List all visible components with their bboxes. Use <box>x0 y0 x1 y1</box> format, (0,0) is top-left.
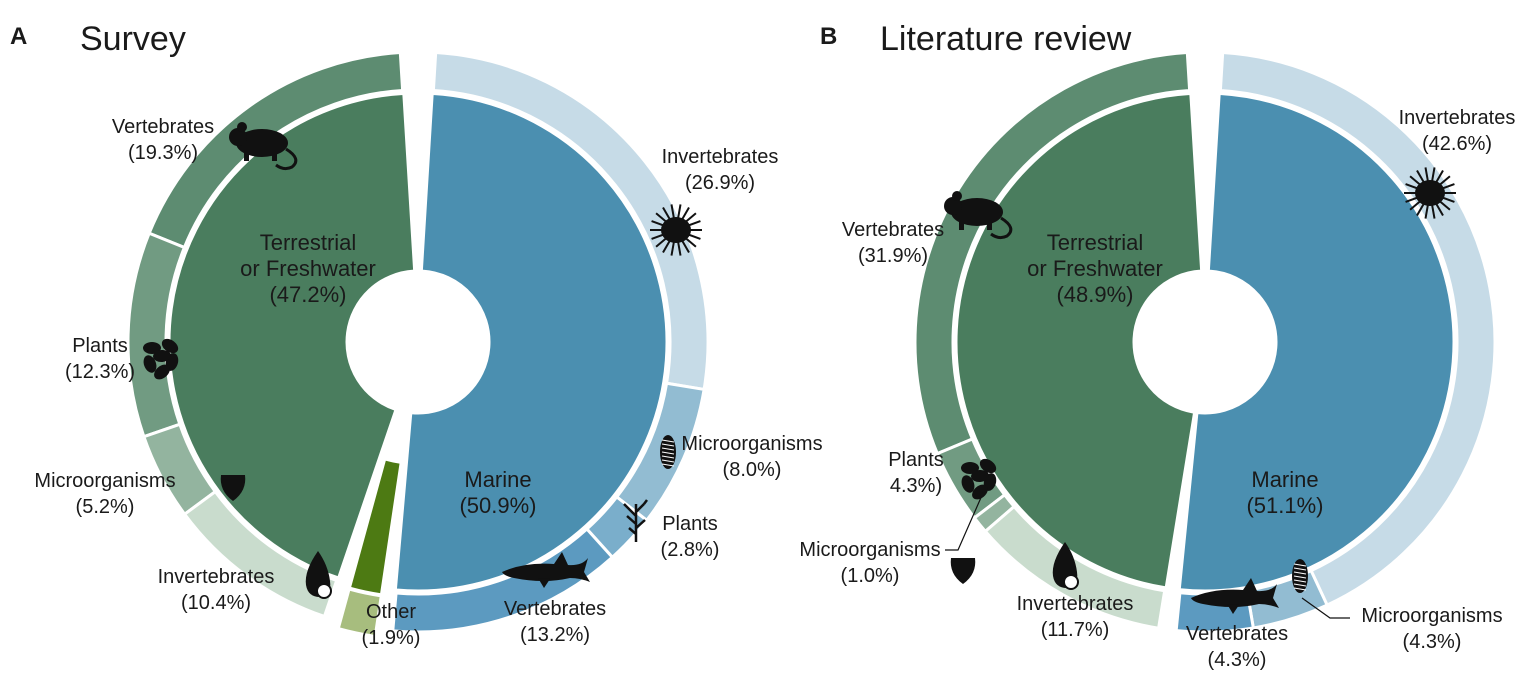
diatom-icon <box>660 435 676 469</box>
shield-icon <box>950 558 976 584</box>
outer-label-marine-vertebrates: Vertebrates(13.2%) <box>504 598 606 646</box>
seaweed-icon <box>623 499 648 542</box>
outer-label-terrestrial-microorganisms: Microorganisms(5.2%) <box>34 470 175 518</box>
inner-slice-marine <box>1179 93 1454 591</box>
outer-label-marine-invertebrates: Invertebrates(42.6%) <box>1399 107 1516 155</box>
panel-a-title: Survey <box>80 20 186 58</box>
leader-line-marine-microorganisms <box>1301 597 1350 619</box>
shark-icon <box>502 552 590 588</box>
snail-icon <box>305 551 332 599</box>
plant-icon <box>143 338 179 380</box>
outer-label-terrestrial-invertebrates: Invertebrates(11.7%) <box>1017 593 1134 641</box>
panel-b-title: Literature review <box>880 20 1132 58</box>
outer-label-terrestrial-vertebrates: Vertebrates(19.3%) <box>112 116 214 164</box>
outer-slice-terrestrial-vertebrates <box>913 50 1192 456</box>
outer-label-terrestrial-plants: Plants(12.3%) <box>65 335 135 383</box>
shield-icon <box>220 475 246 501</box>
panel-b-rings <box>913 50 1497 634</box>
plant-icon <box>961 458 997 500</box>
inner-slice-marine <box>395 93 667 591</box>
outer-slice-terrestrial-plants <box>126 231 187 439</box>
inner-slice-terrestrial <box>956 93 1202 588</box>
leader-line-terrestrial-microorganisms <box>945 492 984 551</box>
rat-icon <box>229 122 298 171</box>
outer-slice-marine-vertebrates <box>391 526 615 634</box>
panel-b-letter: B <box>820 23 837 50</box>
outer-slice-other <box>340 590 380 635</box>
urchin-icon <box>1404 167 1456 219</box>
outer-label-marine-microorganisms: Microorganisms(4.3%) <box>1361 605 1502 653</box>
panel-a-rings <box>126 50 710 635</box>
urchin-icon <box>650 204 702 256</box>
diatom-icon <box>1292 559 1308 593</box>
outer-label-marine-vertebrates: Vertebrates(4.3%) <box>1186 623 1288 671</box>
outer-label-marine-plants: Plants(2.8%) <box>661 513 720 561</box>
inner-label-marine: Marine(51.1%) <box>1246 467 1323 518</box>
outer-label-terrestrial-vertebrates: Vertebrates(31.9%) <box>842 219 944 267</box>
inner-label-marine: Marine(50.9%) <box>459 467 536 518</box>
outer-label-marine-invertebrates: Invertebrates(26.9%) <box>662 146 779 194</box>
outer-label-terrestrial-invertebrates: Invertebrates(10.4%) <box>158 566 275 614</box>
rat-icon <box>944 191 1013 240</box>
panel-a-letter: A <box>10 23 27 50</box>
inner-slice-other <box>351 460 400 594</box>
outer-label-marine-microorganisms: Microorganisms(8.0%) <box>681 433 822 481</box>
outer-label-other: Other(1.9%) <box>362 601 421 649</box>
shark-icon <box>1191 578 1279 614</box>
outer-slice-terrestrial-invertebrates <box>182 489 339 619</box>
other-slice <box>340 460 400 635</box>
snail-icon <box>1052 542 1079 590</box>
outer-label-terrestrial-microorganisms: Microorganisms(1.0%) <box>799 539 940 587</box>
outer-slice-terrestrial-microorganisms <box>141 422 218 517</box>
outer-slice-terrestrial-vertebrates <box>147 50 405 250</box>
